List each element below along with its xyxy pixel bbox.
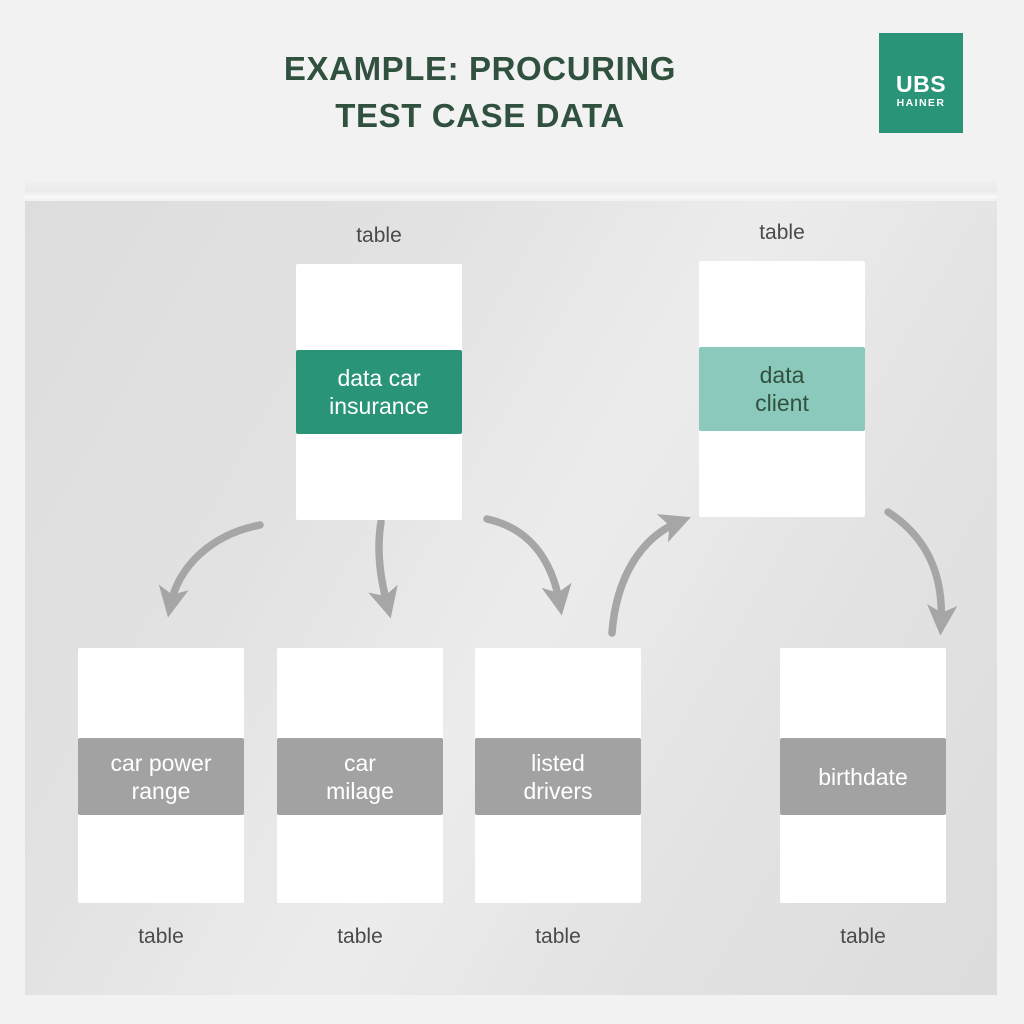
table-band-listed-drivers[interactable]: listed drivers [475,738,641,815]
table-car-milage[interactable]: car milage table [277,648,443,948]
page-title-line-1: EXAMPLE: PROCURING [283,50,677,87]
table-caption: table [759,221,805,244]
table-band-label: car power range [111,749,212,805]
table-band-label: listed drivers [523,749,592,805]
table-data-car-insurance[interactable]: table data car insurance [296,224,462,520]
table-caption: table [138,925,184,948]
table-band-car-milage[interactable]: car milage [277,738,443,815]
band-label-line-2: range [131,777,191,804]
table-caption: table [535,925,581,948]
table-band-data-client[interactable]: data client [699,347,865,431]
table-band-label: data car insurance [329,364,429,420]
table-band-label: birthdate [818,763,908,791]
panel-top-strip [25,181,997,198]
table-band-car-power-range[interactable]: car power range [78,738,244,815]
header: EXAMPLE: PROCURING TEST CASE DATA UBS HA… [0,0,1024,180]
page-title: EXAMPLE: PROCURING TEST CASE DATA [170,45,790,139]
band-label-line-1: data car [337,365,421,391]
band-label-line-2: milage [326,777,394,804]
table-birthdate[interactable]: birthdate table [780,648,946,948]
table-caption: table [356,224,402,247]
table-band-label: car milage [326,749,394,805]
logo-secondary-text: HAINER [896,97,946,109]
table-band-data-car-insurance[interactable]: data car insurance [296,350,462,434]
table-listed-drivers[interactable]: listed drivers table [475,648,641,948]
table-caption: table [840,925,886,948]
band-label-line-1: listed [531,749,585,776]
table-data-client[interactable]: table data client [699,221,865,517]
table-band-label: data client [755,361,809,417]
band-label-line-1: data [759,362,805,388]
page-title-line-2: TEST CASE DATA [335,97,625,134]
band-label-line-2: drivers [523,777,593,804]
band-label-line-1: birthdate [818,763,908,790]
ubs-hainer-logo: UBS HAINER [879,33,963,133]
band-label-line-1: car power [110,749,212,776]
table-band-birthdate[interactable]: birthdate [780,738,946,815]
table-car-power-range[interactable]: car power range table [78,648,244,948]
band-label-line-1: car [344,749,376,776]
logo-primary-text: UBS [895,71,947,97]
band-label-line-2: client [755,390,809,416]
band-label-line-2: insurance [329,393,429,419]
table-caption: table [337,925,383,948]
